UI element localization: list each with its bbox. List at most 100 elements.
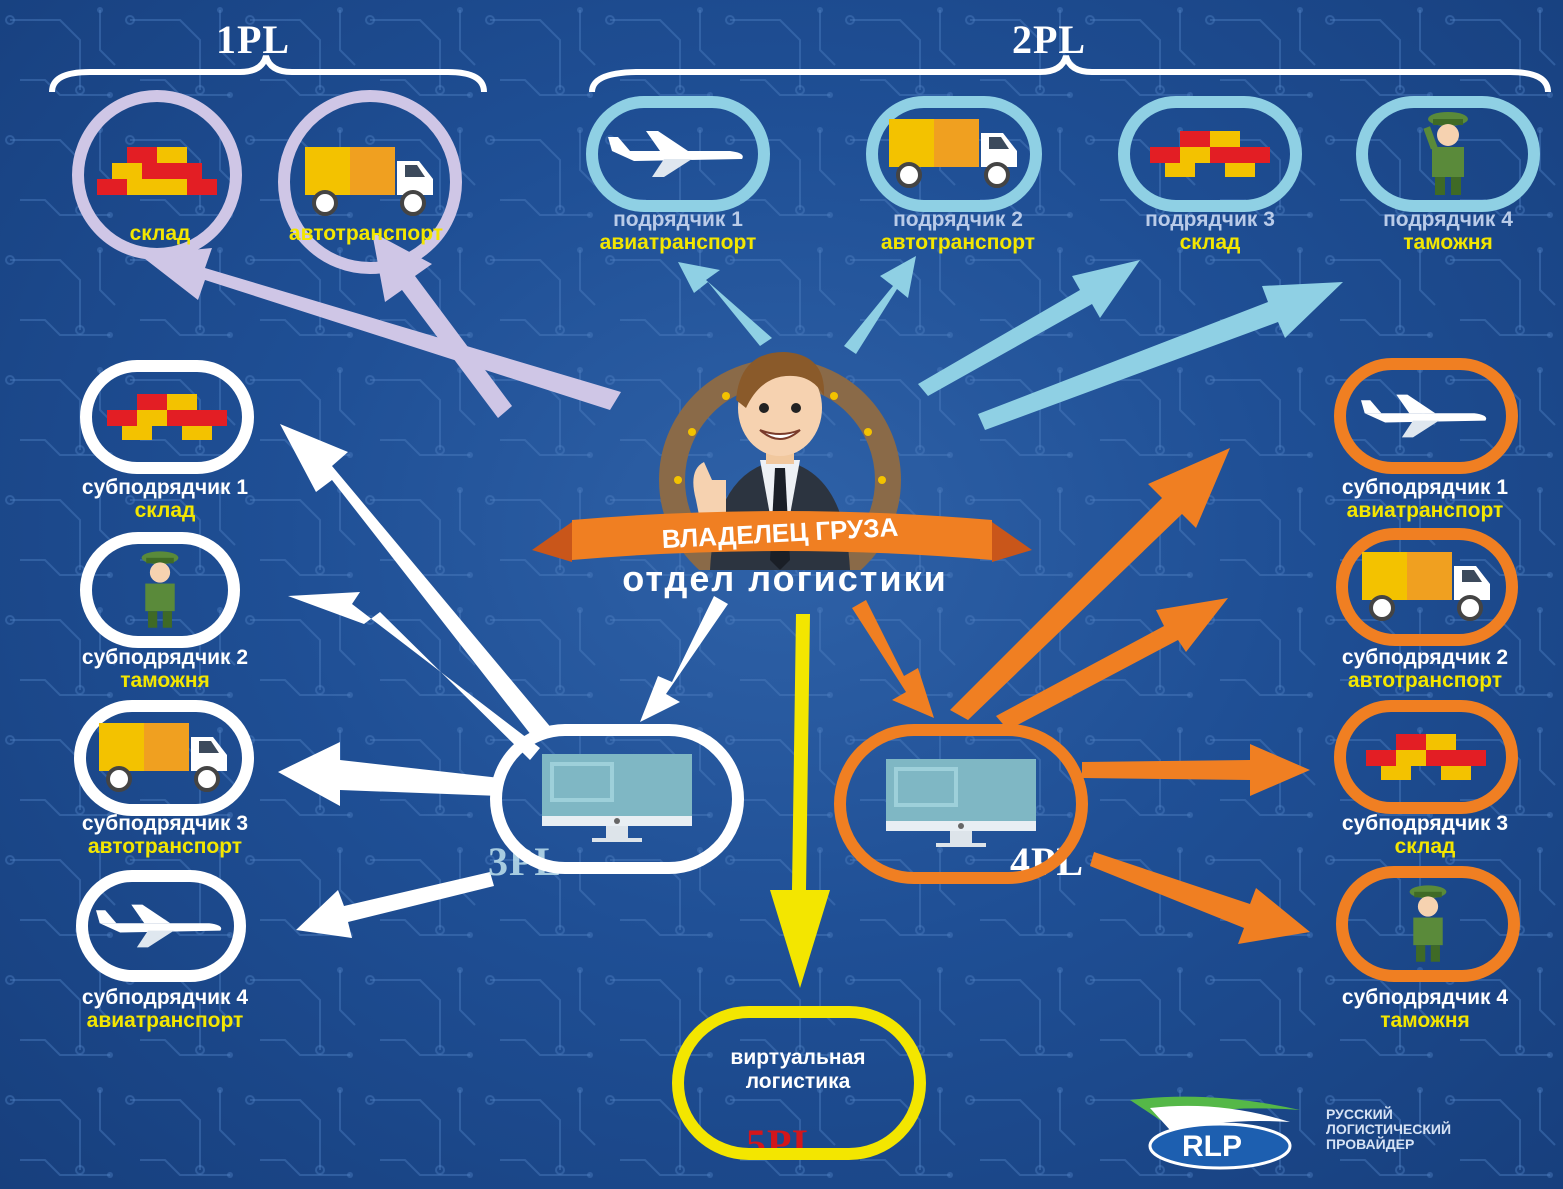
label-3pl-2: субподрядчик 2 таможня	[30, 646, 300, 692]
node-1pl-truck	[278, 90, 462, 274]
label-4pl-3: субподрядчик 3 склад	[1290, 812, 1560, 858]
label-1pl-warehouse: склад	[100, 222, 220, 245]
label-3pl-3-line1: субподрядчик 3	[81, 812, 249, 835]
label-4pl-4: субподрядчик 4 таможня	[1290, 986, 1560, 1032]
arrow-1pl-warehouse	[140, 248, 621, 410]
arrow-4pl-2	[996, 598, 1228, 730]
label-3pl-3: субподрядчик 3 автотранспорт	[30, 812, 300, 858]
label-2pl-2-line1: подрядчик 2	[893, 208, 1023, 231]
label-3pl-2-line2: таможня	[120, 669, 210, 692]
arrow-2pl-1	[678, 262, 772, 346]
node-2pl-4	[1356, 96, 1540, 212]
arrow-1pl-truck	[372, 232, 512, 418]
computer-monitor-icon	[542, 754, 692, 842]
label-3pl-4-line1: субподрядчик 4	[81, 986, 249, 1009]
label-3pl-4: субподрядчик 4 авиатранспорт	[30, 986, 300, 1032]
label-3pl-4-line2: авиатранспорт	[86, 1009, 244, 1032]
hub-3pl	[490, 724, 744, 874]
arrow-3pl-center	[640, 596, 728, 722]
arrow-4pl-1	[950, 448, 1230, 720]
computer-monitor-icon	[886, 759, 1036, 847]
truck-icon	[305, 147, 433, 216]
owner-banner	[532, 511, 1032, 562]
airplane-icon	[96, 904, 222, 948]
label-4pl-2-line1: субподрядчик 2	[1341, 646, 1509, 669]
arrow-4pl-center	[852, 600, 934, 718]
label-2pl-4-line2: таможня	[1403, 231, 1493, 254]
label-3pl-1-line2: склад	[134, 499, 196, 522]
node-4pl-4	[1336, 866, 1520, 982]
node-3pl-4	[76, 870, 246, 982]
label-4pl-4-line1: субподрядчик 4	[1341, 986, 1509, 1009]
node-2pl-1	[586, 96, 770, 212]
tier-label-1pl: 1PL	[216, 17, 291, 62]
brace-1pl	[49, 55, 487, 93]
arrow-4pl-3	[1082, 744, 1310, 796]
logo-line2: ЛОГИСТИЧЕСКИЙ	[1326, 1121, 1452, 1137]
label-2pl-3-line2: склад	[1179, 231, 1241, 254]
warehouse-icon	[1150, 131, 1270, 177]
arrow-3pl-4	[296, 872, 494, 938]
label-3pl-2-line1: субподрядчик 2	[81, 646, 249, 669]
label-2pl-2: подрядчик 2 автотранспорт	[838, 208, 1078, 254]
customs-officer-icon	[141, 551, 179, 628]
warehouse-icon	[107, 394, 227, 440]
warehouse-icon	[97, 147, 217, 195]
arrow-2pl-2	[844, 256, 916, 354]
node-3pl-1	[80, 360, 254, 474]
label-3pl-1-line1: субподрядчик 1	[81, 476, 249, 499]
label-4pl-2: субподрядчик 2 автотранспорт	[1290, 646, 1560, 692]
label-2pl-1: подрядчик 1 авиатранспорт	[558, 208, 798, 254]
label-4pl-3-line1: субподрядчик 3	[1341, 812, 1509, 835]
rlp-logo-mark: RLP	[1182, 1130, 1242, 1163]
label-1pl-truck-text: автотранспорт	[288, 222, 444, 245]
airplane-icon	[608, 131, 743, 177]
label-1pl-warehouse-text: склад	[129, 222, 191, 245]
label-3pl-1: субподрядчик 1 склад	[30, 476, 300, 522]
airplane-icon	[1361, 394, 1487, 438]
logo-line3: ПРОВАЙДЕР	[1326, 1136, 1415, 1152]
truck-icon	[889, 119, 1017, 188]
label-3pl-3-line2: автотранспорт	[87, 835, 243, 858]
brace-2pl	[589, 55, 1551, 93]
node-2pl-2	[866, 96, 1042, 212]
label-2pl-4-line1: подрядчик 4	[1383, 208, 1513, 231]
label-2pl-4: подрядчик 4 таможня	[1338, 208, 1558, 254]
label-5pl: виртуальная логистика	[680, 1046, 916, 1094]
label-4pl-1-line2: авиатранспорт	[1346, 499, 1504, 522]
logo-line1: РУССКИЙ	[1326, 1106, 1393, 1122]
truck-icon	[99, 723, 227, 792]
logistics-department-title: отдел логистики	[622, 558, 948, 599]
label-1pl-truck: автотранспорт	[246, 222, 486, 245]
arrow-4pl-4	[1090, 852, 1310, 944]
warehouse-icon	[1366, 734, 1486, 780]
arrow-3pl-3	[278, 742, 500, 806]
tier-label-2pl: 2PL	[1012, 17, 1087, 62]
node-4pl-1	[1334, 358, 1518, 474]
rlp-logo-icon	[1130, 1096, 1300, 1170]
hub-4pl	[834, 724, 1088, 884]
node-4pl-2	[1336, 528, 1518, 646]
label-5pl-line1: виртуальная	[730, 1046, 866, 1069]
rlp-logo-text: РУССКИЙ ЛОГИСТИЧЕСКИЙ ПРОВАЙДЕР	[1326, 1107, 1451, 1152]
arrow-3pl-1	[280, 424, 553, 740]
truck-icon	[1362, 552, 1490, 621]
arrow-5pl	[770, 614, 830, 988]
label-2pl-1-line1: подрядчик 1	[613, 208, 743, 231]
customs-officer-icon	[1423, 112, 1468, 195]
arrow-2pl-4	[978, 282, 1343, 430]
label-4pl-3-line2: склад	[1394, 835, 1456, 858]
label-2pl-3: подрядчик 3 склад	[1100, 208, 1320, 254]
label-4pl-1: субподрядчик 1 авиатранспорт	[1290, 476, 1560, 522]
node-3pl-2	[80, 532, 240, 648]
arrow-2pl-3	[918, 260, 1140, 396]
node-4pl-3	[1334, 700, 1518, 814]
label-2pl-2-line2: автотранспорт	[880, 231, 1036, 254]
label-2pl-1-line2: авиатранспорт	[599, 231, 757, 254]
label-4pl-1-line1: субподрядчик 1	[1341, 476, 1509, 499]
node-2pl-3	[1118, 96, 1302, 212]
node-3pl-3	[74, 700, 254, 816]
label-2pl-3-line1: подрядчик 3	[1145, 208, 1275, 231]
